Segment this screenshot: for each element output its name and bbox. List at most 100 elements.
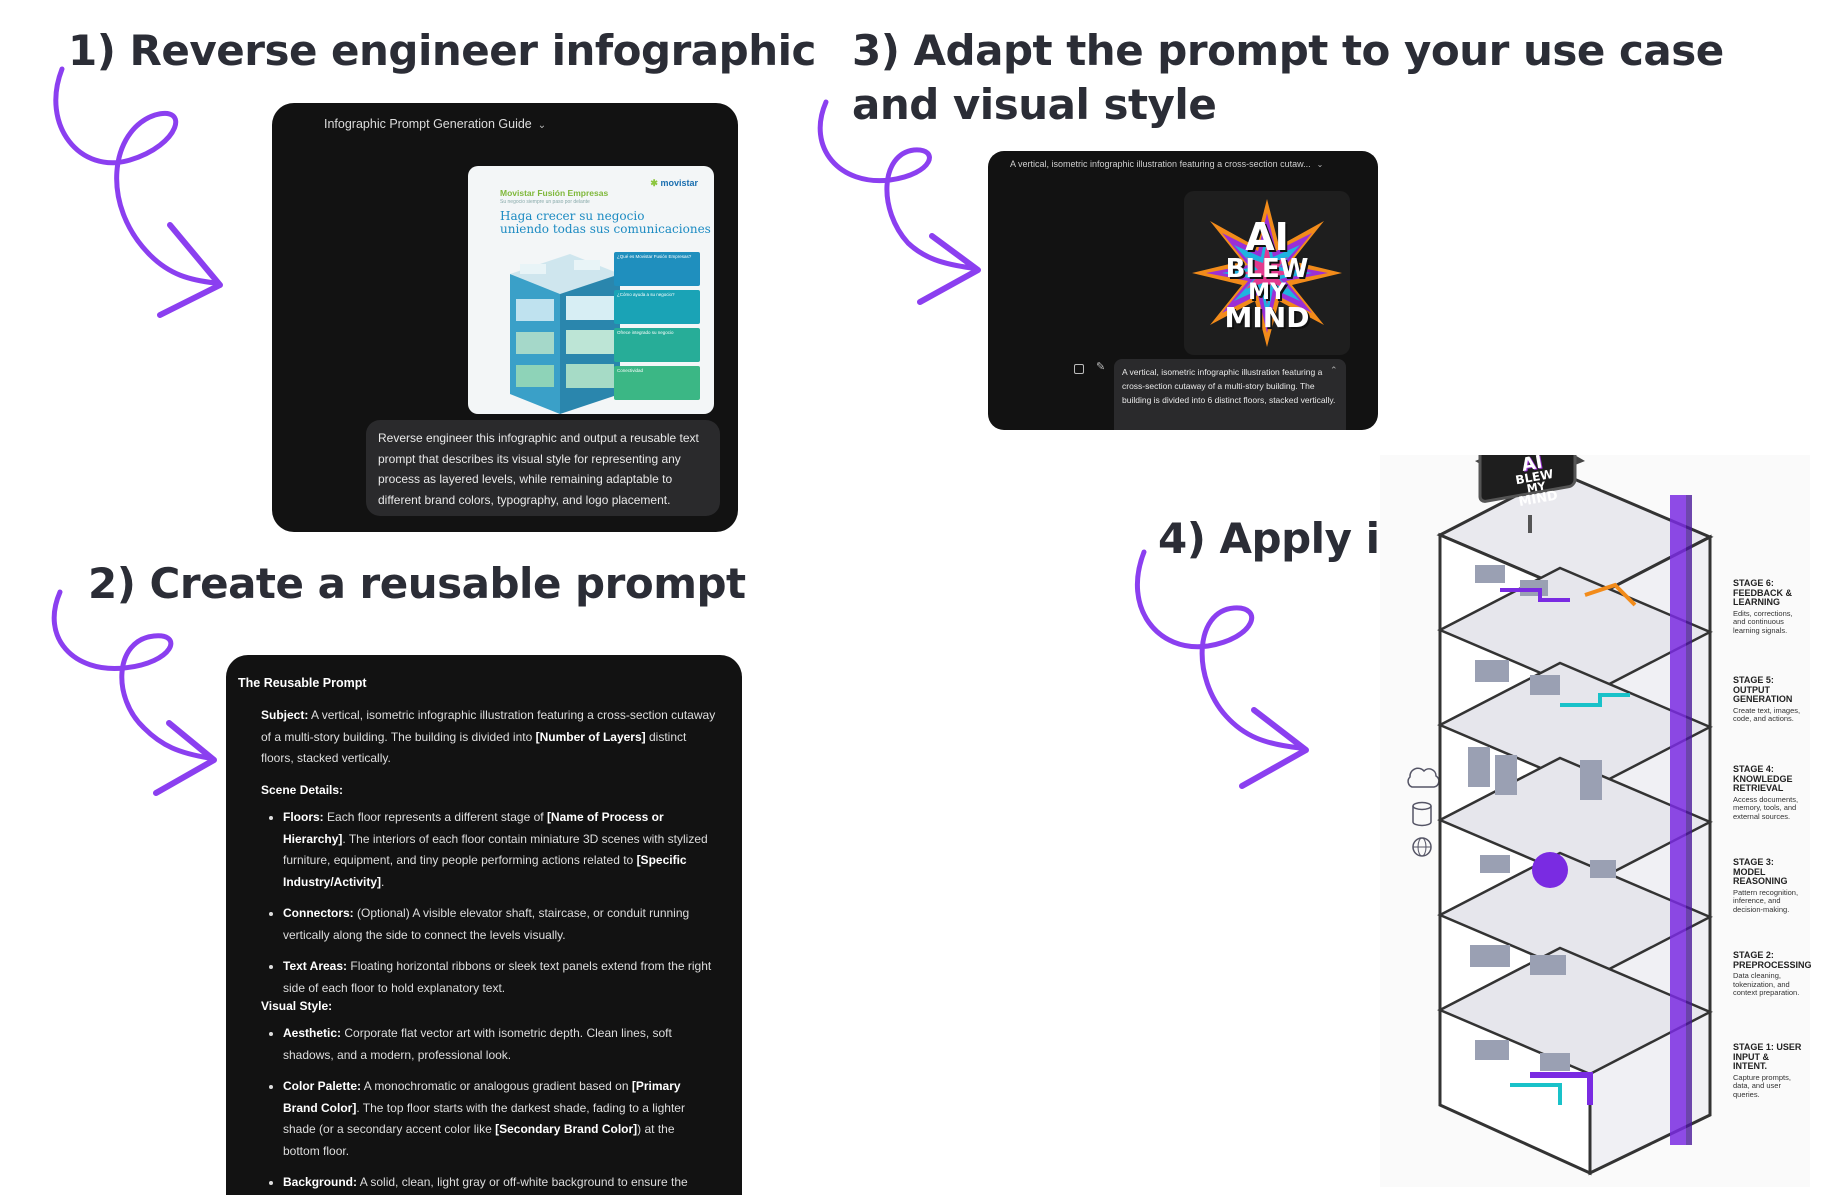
subject-paragraph: Subject: A vertical, isometric infograph… xyxy=(261,705,721,770)
stage-label-2: STAGE 2: PREPROCESSING Data cleaning, to… xyxy=(1733,950,1812,998)
subject-text: A vertical, isometric infographic illust… xyxy=(261,708,716,744)
globe-icon xyxy=(1412,837,1432,857)
stage-name: STAGE 2: PREPROCESSING xyxy=(1733,950,1812,970)
stage-label-5: STAGE 5: OUTPUT GENERATION Create text, … xyxy=(1733,675,1805,724)
step-2-heading: 2) Create a reusable prompt xyxy=(88,559,746,608)
user-prompt-bubble: Reverse engineer this infographic and ou… xyxy=(366,420,720,516)
aesthetic-label: Aesthetic: xyxy=(283,1026,342,1040)
connectors-label: Connectors: xyxy=(283,906,354,920)
stage-desc: Create text, images, code, and actions. xyxy=(1733,705,1801,723)
thumb-band-2-text: ¿Cómo ayuda a su negocio? xyxy=(617,292,675,297)
logo-line-my: MY xyxy=(1248,280,1286,305)
stage-name: STAGE 5: OUTPUT GENERATION xyxy=(1733,675,1793,704)
thumb-title-line1: Haga crecer su negocio xyxy=(500,209,645,223)
connectors-text: (Optional) A visible elevator shaft, sta… xyxy=(283,906,690,942)
stage-label-3: STAGE 3: MODEL REASONING Pattern recogni… xyxy=(1733,857,1805,914)
thumb-band-4: Conectividad xyxy=(614,366,700,400)
chevron-up-icon[interactable]: ⌃ xyxy=(1330,365,1338,375)
conversation-title-label: Infographic Prompt Generation Guide xyxy=(324,117,532,131)
floors-placeholder-2: [Specific Industry/Activity] xyxy=(283,853,687,889)
chevron-down-icon[interactable]: ⌄ xyxy=(537,120,547,131)
visual-style-heading: Visual Style: xyxy=(261,999,333,1013)
background-text: A solid, clean, light gray or off-white … xyxy=(359,1175,688,1189)
list-item: Color Palette: A monochromatic or analog… xyxy=(283,1076,713,1162)
conversation-title[interactable]: Infographic Prompt Generation Guide ⌄ xyxy=(324,117,546,131)
thumb-brand-header: Movistar Fusión Empresas xyxy=(500,188,609,198)
visual-style-list: Aesthetic: Corporate flat vector art wit… xyxy=(261,1023,713,1195)
subject-tail: distinct floors, stacked vertically. xyxy=(261,729,687,766)
palette-text-2: . The top floor starts with the darkest … xyxy=(283,1100,685,1137)
stage-desc: Capture prompts, data, and user queries. xyxy=(1733,1072,1791,1099)
thumb-band-2: ¿Cómo ayuda a su negocio? xyxy=(614,290,700,324)
chat-panel-reverse-engineer: Infographic Prompt Generation Guide ⌄ Mov… xyxy=(272,103,738,532)
list-item: Connectors: (Optional) A visible elevato… xyxy=(283,903,713,946)
copy-icon[interactable] xyxy=(1074,364,1084,374)
list-item: Background: A solid, clean, light gray o… xyxy=(283,1172,713,1194)
aesthetic-text: Corporate flat vector art with isometric… xyxy=(283,1026,672,1062)
list-item: Text Areas: Floating horizontal ribbons … xyxy=(283,956,713,999)
building-illustration xyxy=(1407,455,1714,1176)
text-areas-text: Floating horizontal ribbons or sleek tex… xyxy=(283,959,712,995)
floors-placeholder-1: [Name of Process or Hierarchy] xyxy=(283,810,664,846)
palette-placeholder-1: [Primary Brand Color] xyxy=(283,1079,681,1115)
chevron-down-icon[interactable]: ⌄ xyxy=(1316,160,1324,169)
thumb-building-illustration xyxy=(510,254,620,414)
text-areas-label: Text Areas: xyxy=(283,959,348,973)
scene-details-heading: Scene Details: xyxy=(261,783,344,797)
step-1-heading: 1) Reverse engineer infographic xyxy=(68,26,816,75)
palette-text-3: ) at the bottom floor. xyxy=(283,1122,675,1158)
background-label: Background: xyxy=(283,1175,358,1189)
list-item: Floors: Each floor represents a differen… xyxy=(283,807,713,893)
list-item: Aesthetic: Corporate flat vector art wit… xyxy=(283,1023,713,1066)
thumb-band-4-text: Conectividad xyxy=(617,368,644,373)
thumb-title: Haga crecer su negocio uniendo todas sus… xyxy=(500,210,711,236)
generated-logo-image[interactable]: AI BLEW MY MIND xyxy=(1184,191,1350,355)
curly-arrow-icon xyxy=(51,589,217,796)
thumb-brand-sub: Su negocio siempre un paso por delante xyxy=(500,199,590,205)
movistar-logo: ✱ movistar xyxy=(650,178,698,188)
floors-text: Each floor represents a different stage … xyxy=(327,810,544,824)
adapted-prompt-bubble: A vertical, isometric infographic illust… xyxy=(1114,359,1346,430)
stage-label-6: STAGE 6: FEEDBACK & LEARNING Edits, corr… xyxy=(1733,578,1805,635)
database-icon xyxy=(1412,801,1432,827)
curly-arrow-icon xyxy=(53,66,223,318)
reusable-prompt-title: The Reusable Prompt xyxy=(238,676,367,690)
logo-line-mind: MIND xyxy=(1224,301,1310,334)
floors-label: Floors: xyxy=(283,810,324,824)
chat-panel-adapt: A vertical, isometric infographic illust… xyxy=(988,151,1378,430)
step-3-heading: 3) Adapt the prompt to your use case and… xyxy=(852,26,1724,129)
stage-name: STAGE 4: KNOWLEDGE RETRIEVAL xyxy=(1733,764,1793,793)
stage-name: STAGE 1: USER INPUT & INTENT. xyxy=(1733,1042,1802,1071)
thumb-band-1-text: ¿Qué es Movistar Fusión Empresas? xyxy=(617,254,692,259)
subject-placeholder: [Number of Layers] xyxy=(535,729,646,744)
floors-text-2: . The interiors of each floor contain mi… xyxy=(283,831,708,868)
thumb-band-3-text: Ofrece integrado su negocio xyxy=(617,330,674,335)
logo-line-ai: AI xyxy=(1245,215,1289,259)
step-4-heading: 4) Apply it xyxy=(1158,514,1400,563)
thumb-band-3: Ofrece integrado su negocio xyxy=(614,328,700,362)
stage-label-1: STAGE 1: USER INPUT & INTENT. Capture pr… xyxy=(1733,1042,1805,1099)
palette-placeholder-2: [Secondary Brand Color] xyxy=(495,1122,638,1136)
stage-desc: Pattern recognition, inference, and deci… xyxy=(1733,887,1799,914)
scene-details-list: Floors: Each floor represents a differen… xyxy=(261,807,713,1009)
isometric-building-infographic: AI BLEW MY MIND STAGE 6: FEEDBACK & LEAR… xyxy=(1380,452,1812,1187)
palette-label: Color Palette: xyxy=(283,1079,362,1093)
stage-desc: Access documents, memory, tools, and ext… xyxy=(1733,794,1799,821)
stage-name: STAGE 3: MODEL REASONING xyxy=(1733,857,1788,886)
logo-line-blew: BLEW xyxy=(1225,254,1309,284)
curly-arrow-icon xyxy=(1134,549,1309,789)
cloud-icon xyxy=(1407,767,1440,788)
starburst-icon xyxy=(1192,199,1342,347)
curly-arrow-icon xyxy=(817,99,981,305)
uploaded-infographic-thumbnail[interactable]: Movistar Fusión Empresas Su negocio siem… xyxy=(468,166,714,414)
edit-icon[interactable]: ✎ xyxy=(1096,361,1106,373)
subject-label: Subject: xyxy=(261,708,309,722)
conversation-title[interactable]: A vertical, isometric infographic illust… xyxy=(1010,159,1323,169)
adapted-prompt-text: A vertical, isometric infographic illust… xyxy=(1122,367,1336,405)
thumb-band-1: ¿Qué es Movistar Fusión Empresas? xyxy=(614,252,700,286)
thumb-title-line2: uniendo todas sus comunicaciones xyxy=(500,222,711,236)
stage-name: STAGE 6: FEEDBACK & LEARNING xyxy=(1733,578,1793,607)
movistar-logo-label: movistar xyxy=(660,178,698,188)
stage-desc: Edits, corrections, and continuous learn… xyxy=(1733,608,1793,635)
palette-text: A monochromatic or analogous gradient ba… xyxy=(363,1079,629,1093)
